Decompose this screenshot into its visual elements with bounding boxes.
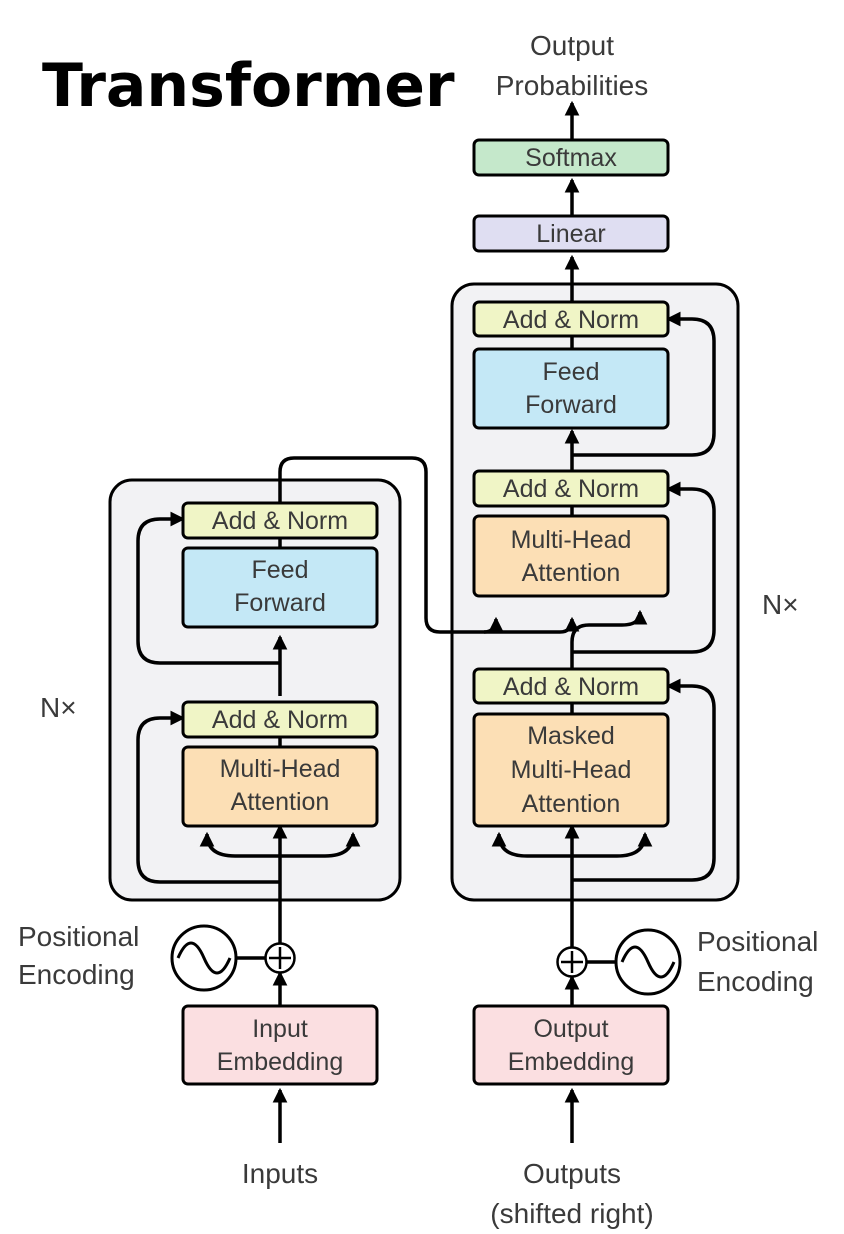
svg-text:Multi-Head: Multi-Head	[511, 526, 632, 554]
svg-text:Softmax: Softmax	[525, 144, 617, 172]
encoder-add-norm-top: Add & Norm	[181, 501, 379, 540]
svg-text:Add & Norm: Add & Norm	[503, 306, 639, 334]
encoder-add-icon	[264, 942, 296, 974]
svg-text:Embedding: Embedding	[508, 1048, 634, 1076]
svg-text:Masked: Masked	[527, 722, 615, 750]
encoder-positional-label-2: Encoding	[18, 959, 135, 990]
svg-text:Output: Output	[533, 1015, 608, 1043]
svg-text:Attention: Attention	[522, 790, 621, 818]
decoder-add-norm-top: Add & Norm	[472, 300, 670, 338]
svg-text:Embedding: Embedding	[217, 1048, 343, 1076]
linear-layer: Linear	[472, 214, 670, 253]
svg-text:Forward: Forward	[525, 391, 617, 419]
decoder-add-icon	[556, 946, 588, 978]
svg-text:Feed: Feed	[252, 556, 309, 584]
svg-text:Input: Input	[252, 1015, 308, 1043]
output-probabilities-label-1: Output	[530, 30, 614, 61]
inputs-label: Inputs	[242, 1158, 318, 1189]
decoder-feed-forward: Feed Forward	[472, 347, 670, 430]
decoder-positional-label-2: Encoding	[697, 966, 814, 997]
decoder-sine-wave-icon	[614, 928, 682, 996]
softmax-layer: Softmax	[472, 138, 670, 177]
encoder-repeat-label: N×	[40, 692, 77, 723]
decoder-add-norm-bottom: Add & Norm	[472, 667, 670, 705]
encoder-add-norm-bottom: Add & Norm	[181, 700, 379, 739]
svg-text:Attention: Attention	[231, 788, 330, 816]
decoder-positional-label-1: Positional	[697, 926, 818, 957]
svg-text:Multi-Head: Multi-Head	[511, 756, 632, 784]
encoder-stack	[108, 478, 402, 902]
outputs-label: Outputs	[523, 1158, 621, 1189]
decoder-cross-attention: Multi-Head Attention	[472, 514, 670, 598]
diagram-title: Transformer	[42, 51, 455, 121]
decoder-add-norm-mid: Add & Norm	[472, 469, 670, 508]
svg-text:Forward: Forward	[234, 589, 326, 617]
decoder-repeat-label: N×	[762, 589, 799, 620]
svg-text:Attention: Attention	[522, 559, 621, 587]
svg-text:Add & Norm: Add & Norm	[212, 706, 348, 734]
svg-text:Add & Norm: Add & Norm	[503, 475, 639, 503]
output-embedding: Output Embedding	[472, 1004, 670, 1086]
encoder-multi-head-attention: Multi-Head Attention	[181, 745, 379, 828]
svg-text:Add & Norm: Add & Norm	[212, 507, 348, 535]
svg-text:Add & Norm: Add & Norm	[503, 673, 639, 701]
svg-text:Feed: Feed	[543, 358, 600, 386]
svg-text:Linear: Linear	[536, 220, 606, 248]
encoder-sine-wave-icon	[170, 924, 238, 992]
output-probabilities-label-2: Probabilities	[496, 70, 649, 101]
decoder-masked-attention: Masked Multi-Head Attention	[472, 712, 670, 828]
outputs-shifted-label: (shifted right)	[490, 1198, 653, 1229]
svg-text:Multi-Head: Multi-Head	[220, 755, 341, 783]
encoder-feed-forward: Feed Forward	[181, 546, 379, 629]
encoder-positional-label-1: Positional	[18, 921, 139, 952]
input-embedding: Input Embedding	[181, 1004, 379, 1086]
